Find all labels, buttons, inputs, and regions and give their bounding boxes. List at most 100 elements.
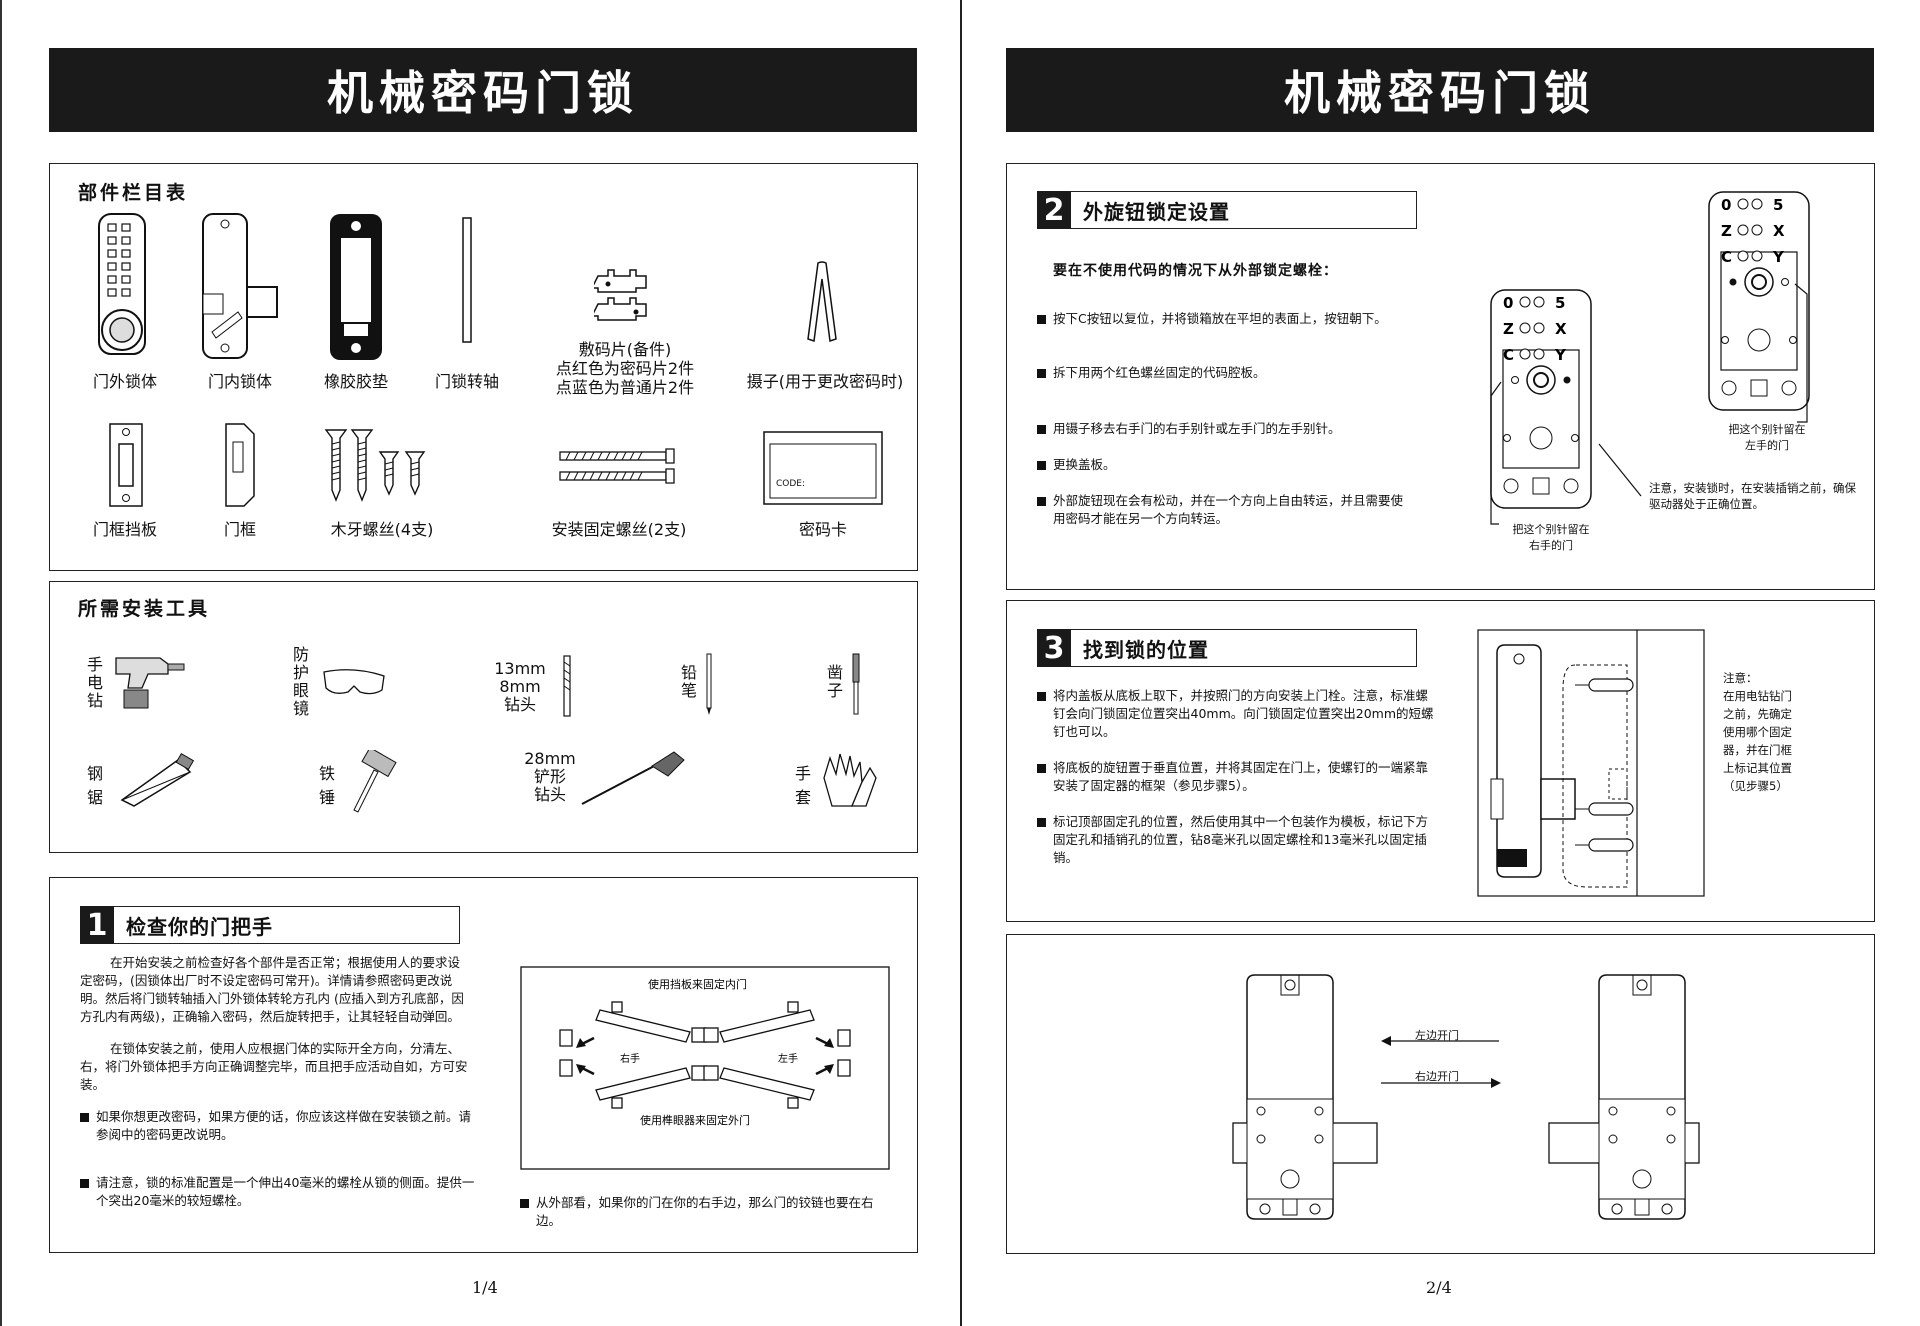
parts-list-box: 部件栏目表 门外锁体 门内锁体 — [49, 163, 918, 571]
svg-text:X: X — [1555, 320, 1567, 338]
svg-text:0: 0 — [1721, 196, 1731, 214]
step-2-bullet: 按下C按钮以复位，并将锁箱放在平坦的表面上，按钮朝下。 — [1037, 310, 1423, 328]
right-open-label: 右边开门 — [1415, 1070, 1459, 1083]
svg-text:Z: Z — [1503, 320, 1514, 338]
step-title: 找到锁的位置 — [1083, 637, 1209, 662]
tool-hammer-label: 铁锤 — [318, 764, 335, 807]
step-2-bullet: 外部旋钮现在会有松动，并在一个方向上自由转运，并且需要使用密码才能在另一个方向转… — [1037, 492, 1413, 528]
hacksaw-icon — [120, 752, 195, 807]
step-number: 2 — [1037, 191, 1071, 229]
step-1-bullet: 从外部看，如果你的门在你的右手边，那么门的铰链也要在右边。 — [520, 1194, 886, 1230]
wood-screws-image — [324, 429, 426, 502]
drill-icon — [115, 657, 185, 709]
svg-text:C: C — [1503, 346, 1514, 364]
page-1: 机械密码门锁 部件栏目表 门外锁体 — [0, 0, 918, 1326]
tweezers-image — [807, 261, 837, 342]
page-title: 机械密码门锁 — [49, 48, 917, 132]
diagram-left-hand-label: 左手 — [778, 1052, 798, 1065]
right-open-lock-diagram — [1548, 974, 1700, 1220]
tool-goggles-label: 防护眼镜 — [292, 645, 309, 718]
step-3-header: 3 找到锁的位置 — [1037, 629, 1417, 667]
page-2: 机械密码门锁 2 外旋钮锁定设置 要在不使用代码的情况下从外部锁定螺栓： 按下C… — [962, 0, 1920, 1326]
step-1-bullet: 如果你想更改密码，如果方便的话，你应该这样做在安装锁之前。请参阅中的密码更改说明… — [80, 1108, 478, 1144]
diagram-right-hand-label: 右手 — [620, 1052, 640, 1065]
step-number: 3 — [1037, 629, 1071, 667]
tools-box: 所需安装工具 手电钻 防护眼镜 13mm 8mm 钻头 铅笔 凿子 — [49, 581, 918, 853]
gloves-icon — [823, 753, 877, 807]
page-number: 1/4 — [472, 1278, 498, 1297]
step-2-bullet: 用镊子移去右手门的右手别针或左手门的左手别针。 — [1037, 420, 1423, 438]
parts-heading: 部件栏目表 — [78, 182, 189, 204]
door-frame-image — [225, 423, 255, 507]
tool-bit-sizes: 13mm 8mm 钻头 — [494, 659, 546, 714]
page-number: 2/4 — [1426, 1278, 1452, 1297]
svg-text:5: 5 — [1555, 294, 1565, 312]
step-1-paragraph-2: 在锁体安装之前，使用人应根据门体的实际开全方向，分清左、右，将门外锁体把手方向正… — [80, 1041, 468, 1092]
step-2-note: 注意，安装锁时，在安装插销之前，确保驱动器处于正确位置。 — [1649, 481, 1856, 511]
mounting-screws-image — [559, 448, 675, 484]
svg-text:0: 0 — [1503, 294, 1513, 312]
pin-pointer-right — [1490, 381, 1502, 525]
left-open-lock-diagram — [1232, 974, 1378, 1220]
left-open-label: 左边开门 — [1415, 1029, 1459, 1042]
drill-bit-icon — [563, 655, 571, 717]
pin-pointer-left — [1794, 283, 1808, 423]
step-2-header: 2 外旋钮锁定设置 — [1037, 191, 1417, 229]
tool-pencil-label: 铅笔 — [680, 663, 697, 700]
pencil-icon — [706, 653, 712, 715]
tools-heading: 所需安装工具 — [78, 598, 211, 620]
goggles-icon — [323, 669, 385, 695]
svg-text:Y: Y — [1554, 346, 1567, 364]
note-pointer — [1598, 443, 1642, 497]
step-1-box: 1 检查你的门把手 在开始安装之前检查好各个部件是否正常；根据使用人的要求设定密… — [49, 877, 918, 1253]
step-3-bullet: 将底板的旋钮置于垂直位置，并将其固定在门上，使螺钉的一端紧靠安装了固定器的框架（… — [1037, 759, 1439, 795]
pin-note-right: 把这个别针留在 右手的门 — [1512, 523, 1590, 552]
step-number: 1 — [80, 906, 114, 944]
pin-note-left: 把这个别针留在 左手的门 — [1728, 423, 1806, 452]
code-card-image: CODE: — [763, 431, 883, 505]
rubber-gasket-image — [330, 214, 382, 360]
page-title: 机械密码门锁 — [1006, 48, 1874, 132]
step-2-bullet: 更换盖板。 — [1037, 456, 1423, 474]
chisel-icon — [852, 653, 860, 715]
step-2-box: 2 外旋钮锁定设置 要在不使用代码的情况下从外部锁定螺栓： 按下C按钮以复位，并… — [1006, 163, 1875, 590]
step-2-subtitle: 要在不使用代码的情况下从外部锁定螺栓： — [1053, 263, 1338, 279]
diagram-bottom-label: 使用榫眼器来固定外门 — [640, 1113, 750, 1127]
strike-plate-image — [109, 423, 143, 507]
svg-text:Y: Y — [1772, 248, 1785, 266]
inner-lock-body-image — [202, 213, 278, 359]
page-divider — [958, 0, 962, 1326]
spare-chips-image — [594, 269, 647, 321]
lock-position-diagram — [1477, 629, 1705, 897]
outer-lock-body-image — [98, 213, 146, 355]
svg-text:C: C — [1721, 248, 1732, 266]
svg-text:X: X — [1773, 222, 1785, 240]
tool-gloves-label: 手套 — [794, 764, 811, 807]
direction-arrows — [1381, 1036, 1501, 1088]
lock-back-diagram-left: 0 5 Z X C Y — [1708, 191, 1810, 411]
lock-back-diagram-right: 0 5 Z X C Y — [1490, 289, 1592, 509]
step-1-bullet: 请注意，锁的标准配置是一个伸出40毫米的螺栓从锁的侧面。提供一个突出20毫米的较… — [80, 1174, 478, 1210]
tool-spade-bit-sizes: 28mm 铲形 钻头 — [524, 749, 576, 804]
diagram-top-label: 使用挡板来固定内门 — [648, 977, 747, 991]
tool-drill-label: 手电钻 — [86, 655, 103, 710]
spindle-image — [462, 217, 472, 343]
step-title: 外旋钮锁定设置 — [1083, 199, 1230, 224]
step-title: 检查你的门把手 — [126, 914, 273, 939]
step-3-note: 注意： 在用电钻钻门 之前，先确定 使用哪个固定 器，并在门框 上标记其位置 （… — [1723, 671, 1792, 793]
spade-bit-icon — [581, 751, 685, 805]
step-3-box: 3 找到锁的位置 将内盖板从底板上取下，并按照门的方向安装上门栓。注意，标准螺钉… — [1006, 600, 1875, 922]
code-card-text: CODE: — [776, 479, 805, 489]
spare-chips-label: 敷码片(备件) 点红色为密码片2件 点蓝色为普通片2件 — [555, 340, 695, 397]
svg-text:5: 5 — [1773, 196, 1783, 214]
hammer-icon — [353, 750, 397, 813]
step-1-header: 1 检查你的门把手 — [80, 906, 460, 944]
step-3-bullet: 标记顶部固定孔的位置，然后使用其中一个包装作为模板，标记下方固定孔和插销孔的位置… — [1037, 813, 1439, 867]
step-1-paragraph-1: 在开始安装之前检查好各个部件是否正常；根据使用人的要求设定密码，(因锁体出厂时不… — [80, 955, 464, 1024]
door-handing-diagram: 使用挡板来固定内门 使用榫眼器来固定外门 右手 左手 — [520, 966, 890, 1170]
tool-chisel-label: 凿子 — [826, 663, 843, 700]
tool-saw-label: 钢锯 — [86, 764, 103, 807]
door-side-box: 左边开门 右边开门 — [1006, 934, 1875, 1254]
step-2-bullet: 拆下用两个红色螺丝固定的代码腔板。 — [1037, 364, 1423, 382]
svg-text:Z: Z — [1721, 222, 1732, 240]
